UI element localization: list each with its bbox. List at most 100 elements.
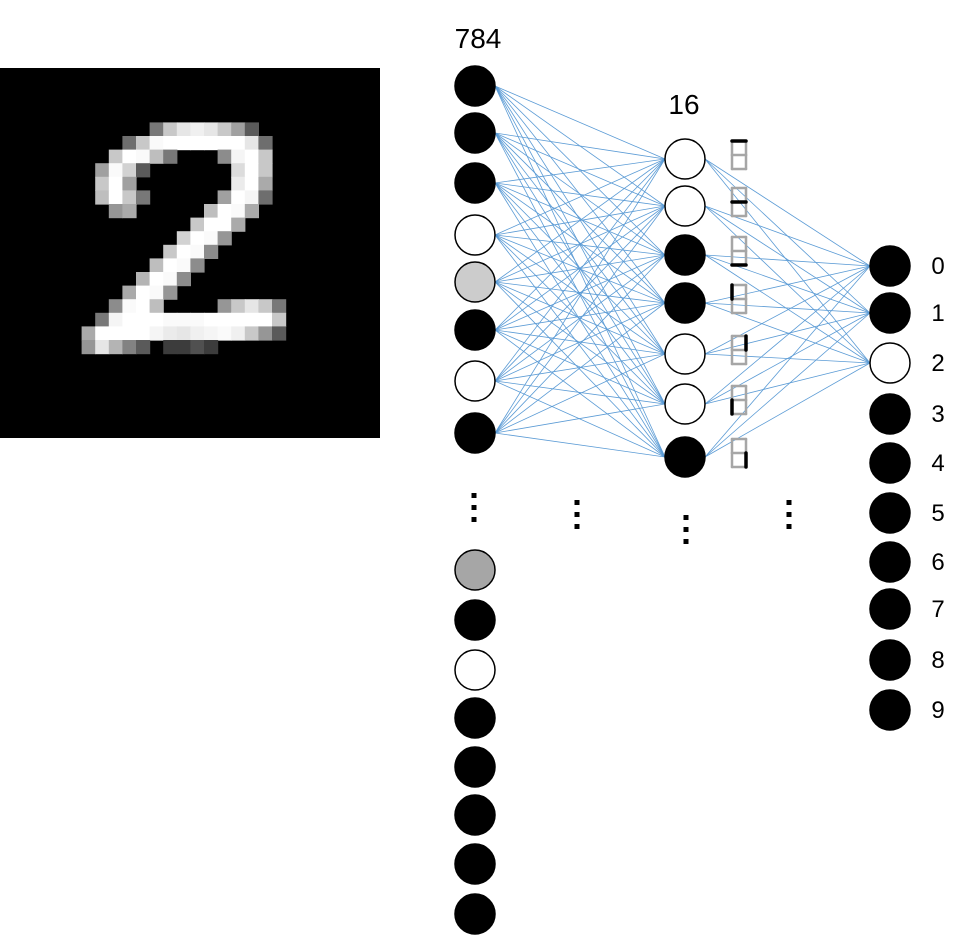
- ellipsis-dot: [683, 527, 689, 532]
- pixel: [176, 231, 191, 246]
- connection-line: [494, 85, 666, 458]
- pixel: [136, 272, 151, 287]
- connection-line: [494, 403, 666, 434]
- pixel: [231, 163, 246, 178]
- output-label: 7: [931, 596, 944, 623]
- pixel: [204, 340, 219, 355]
- pixel: [136, 190, 151, 205]
- connection-line: [704, 312, 871, 405]
- output-label: 1: [931, 300, 944, 327]
- pixel: [108, 340, 123, 355]
- connection-line: [494, 234, 666, 304]
- pixel: [136, 340, 151, 355]
- network-nodes: [454, 65, 911, 935]
- connection-line: [704, 158, 871, 267]
- connection-line: [494, 182, 666, 304]
- pixel: [231, 136, 246, 151]
- pixel: [163, 340, 178, 355]
- pixel: [244, 204, 259, 219]
- pixel: [272, 299, 287, 314]
- pixel: [204, 231, 219, 246]
- connection-line: [494, 234, 666, 355]
- pixel: [258, 136, 273, 151]
- pixel: [190, 258, 205, 273]
- pixel: [272, 326, 287, 341]
- connection-line: [494, 380, 666, 405]
- connection-line: [494, 302, 666, 331]
- seven-segment-icon: [730, 283, 748, 315]
- connection-line: [494, 158, 666, 236]
- input-neuron: [454, 65, 496, 107]
- pixel: [149, 312, 164, 327]
- pixel: [204, 244, 219, 259]
- pixel: [190, 231, 205, 246]
- output-label: 4: [931, 450, 944, 477]
- input-neuron: [454, 549, 496, 591]
- seven-segment-icon: [730, 235, 748, 267]
- pixel: [204, 217, 219, 232]
- connection-line: [494, 380, 666, 458]
- pixel: [258, 326, 273, 341]
- connection-line: [494, 182, 666, 256]
- seven-segment-icon: [730, 186, 748, 218]
- pixel: [231, 326, 246, 341]
- hidden-neuron: [664, 282, 706, 324]
- pixel: [190, 122, 205, 137]
- output-neuron: [869, 393, 911, 435]
- pixel: [81, 340, 96, 355]
- output-label: 9: [931, 697, 944, 724]
- pixel: [204, 326, 219, 341]
- pixel: [244, 163, 259, 178]
- pixel: [136, 163, 151, 178]
- connection-line: [494, 132, 666, 160]
- continuation-ellipses: [471, 493, 792, 544]
- pixel: [244, 149, 259, 164]
- input-neuron: [454, 794, 496, 836]
- hidden-neuron: [664, 436, 706, 478]
- connection-line: [494, 205, 666, 331]
- pixel: [217, 122, 232, 137]
- pixel: [176, 326, 191, 341]
- pixel: [217, 136, 232, 151]
- connection-line: [494, 329, 666, 405]
- pixel: [231, 176, 246, 191]
- input-layer-count: 784: [455, 23, 502, 54]
- hidden-layer-count: 16: [668, 89, 699, 120]
- pixel: [122, 190, 137, 205]
- pixel: [190, 340, 205, 355]
- pixel: [136, 326, 151, 341]
- connection-line: [494, 158, 666, 331]
- connection-line: [494, 132, 666, 207]
- pixel: [217, 149, 232, 164]
- pixel: [258, 149, 273, 164]
- pixel: [204, 122, 219, 137]
- pixel: [244, 176, 259, 191]
- connection-line: [494, 302, 666, 434]
- output-neuron: [869, 245, 911, 287]
- pixel: [149, 285, 164, 300]
- connection-line: [494, 158, 666, 184]
- pixel: [244, 326, 259, 341]
- pixel: [176, 136, 191, 151]
- pixel: [163, 312, 178, 327]
- output-label: 2: [931, 350, 944, 377]
- output-label: 0: [931, 253, 944, 280]
- seven-segment-icon: [730, 139, 748, 171]
- connection-line: [494, 254, 666, 382]
- output-neuron: [869, 541, 911, 583]
- input-neuron: [454, 309, 496, 351]
- input-neuron: [454, 162, 496, 204]
- connection-line: [494, 132, 666, 304]
- pixel: [231, 204, 246, 219]
- output-label: 8: [931, 647, 944, 674]
- pixel: [190, 244, 205, 259]
- connection-line: [704, 254, 871, 364]
- pixel: [217, 231, 232, 246]
- connection-line: [494, 432, 666, 458]
- ellipsis-dot: [471, 505, 477, 510]
- hidden-neuron: [664, 138, 706, 180]
- pixel: [163, 122, 178, 137]
- pixel: [258, 312, 273, 327]
- pixel: [217, 326, 232, 341]
